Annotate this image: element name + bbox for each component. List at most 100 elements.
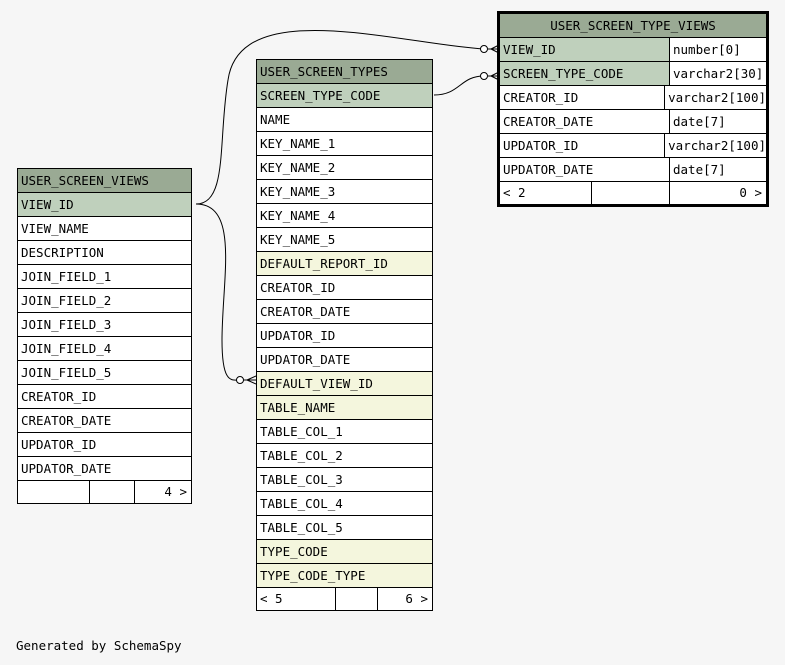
table-title[interactable]: USER_SCREEN_TYPES [257, 60, 432, 84]
column-name: TABLE_COL_4 [260, 496, 343, 511]
column-name: CREATOR_DATE [21, 413, 112, 428]
column-row[interactable]: TABLE_COL_5 [257, 516, 432, 540]
column-row[interactable]: KEY_NAME_3 [257, 180, 432, 204]
column-row[interactable]: JOIN_FIELD_4 [18, 337, 191, 361]
column-name: DESCRIPTION [21, 245, 104, 260]
footer-cell-parents[interactable] [18, 481, 90, 503]
column-row[interactable]: TABLE_COL_3 [257, 468, 432, 492]
column-row[interactable]: SCREEN_TYPE_CODE [257, 84, 432, 108]
table-user-screen-types[interactable]: USER_SCREEN_TYPES SCREEN_TYPE_CODE NAME KE… [256, 59, 433, 611]
table-footer: 4 > [18, 481, 191, 503]
column-name: TABLE_COL_1 [260, 424, 343, 439]
column-row[interactable]: KEY_NAME_5 [257, 228, 432, 252]
column-row[interactable]: NAME [257, 108, 432, 132]
column-row[interactable]: TABLE_COL_1 [257, 420, 432, 444]
column-name: NAME [260, 112, 291, 127]
column-name: CREATOR_ID [21, 389, 97, 404]
column-name: CREATOR_DATE [503, 114, 594, 129]
crowfoot-marker-default-view-id [236, 375, 257, 385]
column-row[interactable]: UPDATOR_DATE date[7] [500, 158, 766, 181]
column-row[interactable]: JOIN_FIELD_1 [18, 265, 191, 289]
column-name: UPDATOR_ID [503, 138, 579, 153]
column-type: number[0] [669, 38, 766, 61]
column-row[interactable]: CREATOR_ID varchar2[100] [500, 86, 766, 110]
table-user-screen-views[interactable]: USER_SCREEN_VIEWS VIEW_ID VIEW_NAME DESCRI… [17, 168, 192, 504]
column-name: KEY_NAME_3 [260, 184, 336, 199]
column-name: SCREEN_TYPE_CODE [260, 88, 381, 103]
column-name: JOIN_FIELD_1 [21, 269, 112, 284]
column-name: JOIN_FIELD_3 [21, 317, 112, 332]
column-name: UPDATOR_DATE [21, 461, 112, 476]
column-name: UPDATOR_ID [21, 437, 97, 452]
column-name: JOIN_FIELD_5 [21, 365, 112, 380]
column-row[interactable]: UPDATOR_ID varchar2[100] [500, 134, 766, 158]
footer-cell-middle [336, 588, 378, 610]
table-title[interactable]: USER_SCREEN_VIEWS [18, 169, 191, 193]
rel-line-screen-type-code [433, 75, 485, 96]
column-name: UPDATOR_DATE [503, 162, 594, 177]
column-row[interactable]: CREATOR_DATE [257, 300, 432, 324]
column-row[interactable]: UPDATOR_ID [18, 433, 191, 457]
column-row[interactable]: UPDATOR_DATE [257, 348, 432, 372]
column-row[interactable]: JOIN_FIELD_2 [18, 289, 191, 313]
column-name: JOIN_FIELD_2 [21, 293, 112, 308]
column-name: TYPE_CODE [260, 544, 328, 559]
column-row[interactable]: TABLE_NAME [257, 396, 432, 420]
column-name: UPDATOR_ID [260, 328, 336, 343]
column-row[interactable]: VIEW_ID [18, 193, 191, 217]
column-name: TABLE_COL_3 [260, 472, 343, 487]
column-type: varchar2[100] [664, 86, 766, 109]
column-row[interactable]: JOIN_FIELD_5 [18, 361, 191, 385]
column-row[interactable]: UPDATOR_ID [257, 324, 432, 348]
column-row[interactable]: KEY_NAME_4 [257, 204, 432, 228]
column-name: KEY_NAME_2 [260, 160, 336, 175]
column-name: TABLE_COL_2 [260, 448, 343, 463]
table-footer: < 2 0 > [500, 182, 766, 204]
column-row[interactable]: VIEW_ID number[0] [500, 38, 766, 62]
column-name: DEFAULT_REPORT_ID [260, 256, 388, 271]
column-row[interactable]: JOIN_FIELD_3 [18, 313, 191, 337]
column-row[interactable]: CREATOR_DATE [18, 409, 191, 433]
column-name: VIEW_ID [21, 197, 74, 212]
column-row[interactable]: TABLE_COL_2 [257, 444, 432, 468]
column-row[interactable]: UPDATOR_DATE [18, 457, 191, 480]
column-row[interactable]: DESCRIPTION [18, 241, 191, 265]
column-name: KEY_NAME_4 [260, 208, 336, 223]
column-type: date[7] [669, 110, 766, 133]
rel-line-view-id [195, 29, 485, 205]
footer-cell-children[interactable]: 4 > [164, 484, 187, 499]
column-row[interactable]: DEFAULT_REPORT_ID [257, 252, 432, 276]
column-row[interactable]: CREATOR_ID [257, 276, 432, 300]
footer-cell-children[interactable]: 0 > [739, 185, 762, 200]
column-name: SCREEN_TYPE_CODE [503, 66, 624, 81]
column-type: date[7] [669, 158, 766, 181]
column-row[interactable]: TABLE_COL_4 [257, 492, 432, 516]
column-name: UPDATOR_DATE [260, 352, 351, 367]
column-row[interactable]: TYPE_CODE [257, 540, 432, 564]
column-name: KEY_NAME_5 [260, 232, 336, 247]
column-row[interactable]: VIEW_NAME [18, 217, 191, 241]
footer-cell-parents[interactable]: < 2 [500, 182, 592, 204]
column-row[interactable]: DEFAULT_VIEW_ID [257, 372, 432, 396]
column-row[interactable]: KEY_NAME_2 [257, 156, 432, 180]
column-type: varchar2[100] [664, 134, 766, 157]
column-name: VIEW_ID [503, 42, 556, 57]
column-row[interactable]: TYPE_CODE_TYPE [257, 564, 432, 587]
column-name: CREATOR_ID [503, 90, 579, 105]
column-name: VIEW_NAME [21, 221, 89, 236]
column-row[interactable]: CREATOR_ID [18, 385, 191, 409]
column-name: CREATOR_DATE [260, 304, 351, 319]
table-title[interactable]: USER_SCREEN_TYPE_VIEWS [500, 14, 766, 38]
column-row[interactable]: KEY_NAME_1 [257, 132, 432, 156]
footer-cell-children[interactable]: 6 > [405, 591, 428, 606]
table-footer: < 5 6 > [257, 588, 432, 610]
column-name: KEY_NAME_1 [260, 136, 336, 151]
footer-cell-parents[interactable]: < 5 [257, 588, 336, 610]
rel-line-default-view-id [195, 203, 241, 381]
column-row[interactable]: CREATOR_DATE date[7] [500, 110, 766, 134]
column-name: TABLE_COL_5 [260, 520, 343, 535]
